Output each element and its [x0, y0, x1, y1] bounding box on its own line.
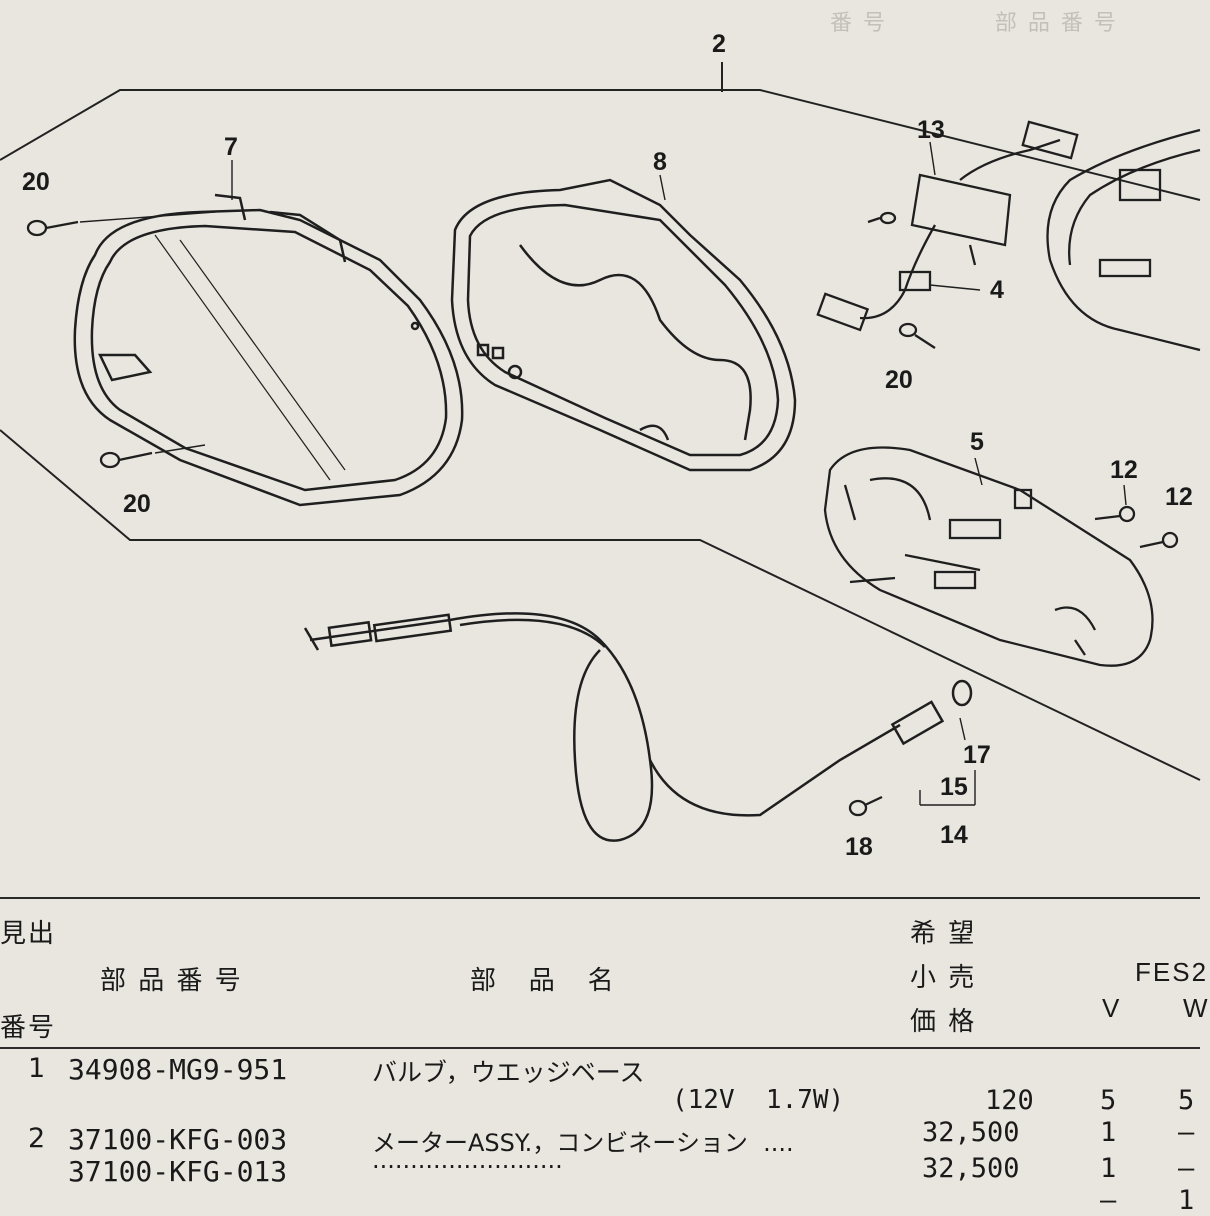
callout-18: 18 — [845, 833, 873, 861]
assembly-boundary — [0, 89, 1201, 201]
table-row-1-qty-v: 5 — [1100, 1085, 1117, 1116]
table-row-3-part-number: 37100-KFG-013 — [68, 1155, 288, 1188]
table-row-2-price: 32,500 — [922, 1117, 1020, 1148]
meter-case-rear — [1046, 128, 1201, 352]
table-row-2-part-number: 37100-KFG-003 — [68, 1123, 288, 1156]
callout-20-upper: 20 — [22, 168, 50, 196]
callout-15: 15 — [940, 773, 968, 801]
header-price-3: 価 格 — [910, 1007, 977, 1037]
callout-13: 13 — [917, 116, 945, 144]
header-ref-label-2: 番号 — [0, 1013, 57, 1043]
callout-4: 4 — [990, 276, 1004, 304]
table-row-4-qty-v: – — [1100, 1185, 1117, 1216]
header-col-w: W — [1183, 993, 1210, 1023]
table-row-2-name: メーターASSY.，コンビネーション .... — [372, 1129, 794, 1157]
table-row-3-price: 32,500 — [922, 1153, 1020, 1184]
table-row-1-part-number: 34908-MG9-951 — [68, 1053, 288, 1086]
table-row-2-qty-w: – — [1178, 1117, 1195, 1148]
header-col-v: V — [1102, 993, 1122, 1023]
header-part-name: 部 品 名 — [470, 966, 616, 996]
gauge-movement — [823, 446, 1154, 667]
leader-lines — [79, 141, 1127, 806]
table-row-3-qty-v: 1 — [1100, 1153, 1117, 1184]
header-model: FES2 — [1135, 957, 1209, 987]
callout-12-right: 12 — [1165, 483, 1193, 511]
header-price-2: 小 売 — [910, 963, 977, 993]
table-row-2-qty-v: 1 — [1100, 1117, 1117, 1148]
table-row-3-name: ························· — [372, 1153, 563, 1181]
callout-20-right: 20 — [885, 366, 913, 394]
header-part-number: 部 品 番 号 — [100, 966, 243, 996]
parts-table: 見出 部 品 番 号 部 品 名 番号 希 望 小 売 価 格 FES2 V W… — [0, 895, 1208, 1216]
meter-bezel — [450, 178, 797, 472]
wire-harness — [816, 120, 1079, 332]
speedometer-cable — [303, 612, 973, 842]
header-ref-label: 見出 — [0, 919, 57, 949]
header-price-1: 希 望 — [910, 919, 977, 949]
table-row-1-ref: 1 — [28, 1053, 46, 1084]
table-row-1-qty-w: 5 — [1178, 1085, 1195, 1116]
table-row-3-qty-w: – — [1178, 1153, 1195, 1184]
assembly-boundary-lower — [0, 429, 1201, 781]
table-row-4-qty-w: 1 — [1178, 1185, 1195, 1216]
bleed-through-text: 番 号 部 品 番 号 — [830, 11, 1118, 36]
table-row-1-spec: (12V 1.7W) — [672, 1085, 845, 1115]
callout-2: 2 — [712, 30, 726, 58]
table-top-rule — [0, 897, 1200, 899]
meter-case-front — [73, 193, 464, 507]
table-row-1-price: 120 — [985, 1085, 1034, 1116]
table-row-2-ref: 2 — [28, 1123, 46, 1154]
exploded-parts-diagram: 2 7 8 13 20 20 20 4 5 12 12 17 15 14 18 — [0, 30, 1201, 861]
callout-7: 7 — [224, 133, 238, 161]
callout-17: 17 — [963, 741, 991, 769]
header-bottom-rule — [0, 1047, 1200, 1049]
callout-5: 5 — [970, 428, 984, 456]
callout-14: 14 — [940, 821, 968, 849]
screw-parts — [26, 211, 1179, 817]
table-row-1-name: バルブ，ウエッジベース — [372, 1058, 645, 1087]
callout-12-left: 12 — [1110, 456, 1138, 484]
callout-8: 8 — [653, 148, 667, 176]
callout-20-lower: 20 — [123, 490, 151, 518]
